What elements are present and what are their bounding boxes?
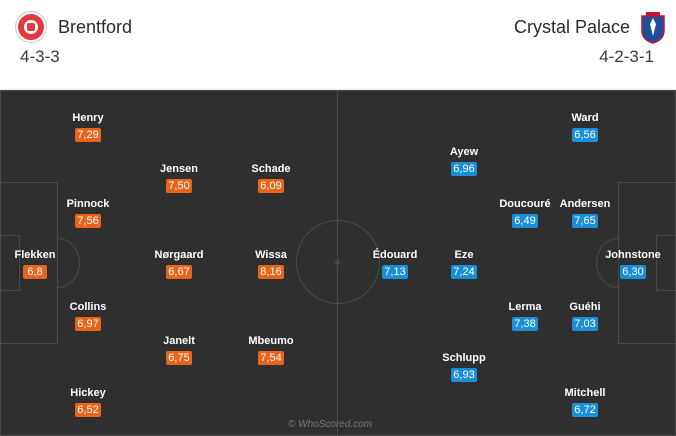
player-rating: 6,97: [75, 317, 101, 331]
center-circle: [296, 220, 380, 304]
home-player-lcm[interactable]: Janelt 6,75: [144, 335, 214, 366]
match-header: Brentford 4-3-3 Crystal Palace 4-2-3-1: [0, 0, 676, 90]
crystal-palace-crest-icon: [641, 12, 665, 44]
left-penalty-area: [0, 182, 58, 344]
player-rating: 7,54: [258, 351, 284, 365]
player-rating: 7,65: [572, 214, 598, 228]
player-name: Pinnock: [66, 198, 110, 210]
home-player-rb[interactable]: Henry 7,29: [53, 112, 123, 143]
center-spot: [335, 260, 340, 265]
player-rating: 6,93: [451, 368, 477, 382]
away-player-rb[interactable]: Ward 6,56: [550, 112, 620, 143]
player-name: Flekken: [14, 249, 56, 261]
player-name: Schlupp: [442, 352, 486, 364]
watermark: © WhoScored.com: [288, 419, 373, 430]
player-rating: 8,16: [258, 265, 284, 279]
home-player-rcb[interactable]: Pinnock 7,56: [53, 198, 123, 229]
player-rating: 7,03: [572, 317, 598, 331]
player-name: Hickey: [70, 387, 106, 399]
player-name: Mitchell: [564, 387, 606, 399]
away-player-lam[interactable]: Schlupp 6,93: [429, 352, 499, 383]
player-name: Henry: [72, 112, 104, 124]
player-name: Jensen: [160, 163, 198, 175]
player-name: Janelt: [163, 335, 195, 347]
home-player-gk[interactable]: Flekken 6,8: [0, 249, 70, 280]
player-name: Ward: [571, 112, 599, 124]
player-rating: 6,72: [572, 403, 598, 417]
player-rating: 7,24: [451, 265, 477, 279]
home-player-rcm[interactable]: Jensen 7,50: [144, 163, 214, 194]
pitch: [0, 90, 676, 436]
right-penalty-area: [618, 182, 676, 344]
away-formation: 4-2-3-1: [599, 47, 654, 66]
player-rating: 6,8: [23, 265, 47, 279]
player-name: Nørgaard: [154, 249, 204, 261]
away-player-ldm[interactable]: Lerma 7,38: [490, 301, 560, 332]
player-name: Guéhi: [569, 301, 601, 313]
player-rating: 6,30: [620, 265, 646, 279]
away-team-name[interactable]: Crystal Palace: [513, 17, 630, 37]
player-name: Ayew: [449, 146, 479, 158]
player-rating: 6,56: [572, 128, 598, 142]
player-name: Doucouré: [499, 198, 551, 210]
away-player-rcb[interactable]: Andersen 7,65: [550, 198, 620, 229]
player-name: Eze: [454, 249, 474, 261]
player-rating: 7,38: [512, 317, 538, 331]
home-player-lw[interactable]: Mbeumo 7,54: [236, 335, 306, 366]
player-name: Mbeumo: [248, 335, 294, 347]
player-name: Schade: [251, 163, 291, 175]
player-rating: 6,09: [258, 179, 284, 193]
player-name: Collins: [69, 301, 107, 313]
player-rating: 6,52: [75, 403, 101, 417]
away-player-ram[interactable]: Ayew 6,96: [429, 146, 499, 177]
player-rating: 7,56: [75, 214, 101, 228]
left-goal-area: [0, 235, 20, 291]
brentford-crest-icon: [16, 12, 46, 42]
player-rating: 6,67: [166, 265, 192, 279]
home-player-lb[interactable]: Hickey 6,52: [53, 387, 123, 418]
away-player-lb[interactable]: Mitchell 6,72: [550, 387, 620, 418]
right-goal-area: [656, 235, 676, 291]
player-rating: 6,75: [166, 351, 192, 365]
home-player-cm[interactable]: Nørgaard 6,67: [144, 249, 214, 280]
away-player-st[interactable]: Édouard 7,13: [360, 249, 430, 280]
player-rating: 6,49: [512, 214, 538, 228]
away-player-gk[interactable]: Johnstone 6,30: [598, 249, 668, 280]
player-rating: 7,50: [166, 179, 192, 193]
player-rating: 7,29: [75, 128, 101, 142]
home-player-st[interactable]: Wissa 8,16: [236, 249, 306, 280]
player-name: Édouard: [372, 249, 418, 261]
player-name: Johnstone: [605, 249, 661, 261]
home-player-lcb[interactable]: Collins 6,97: [53, 301, 123, 332]
player-name: Andersen: [559, 198, 611, 210]
away-player-lcb[interactable]: Guéhi 7,03: [550, 301, 620, 332]
player-rating: 7,13: [382, 265, 408, 279]
player-rating: 6,96: [451, 162, 477, 176]
home-formation: 4-3-3: [20, 47, 60, 66]
away-player-rdm[interactable]: Doucouré 6,49: [490, 198, 560, 229]
player-name: Wissa: [255, 249, 287, 261]
home-player-rw[interactable]: Schade 6,09: [236, 163, 306, 194]
player-name: Lerma: [508, 301, 542, 313]
home-team-name[interactable]: Brentford: [58, 17, 133, 37]
away-player-cam[interactable]: Eze 7,24: [429, 249, 499, 280]
